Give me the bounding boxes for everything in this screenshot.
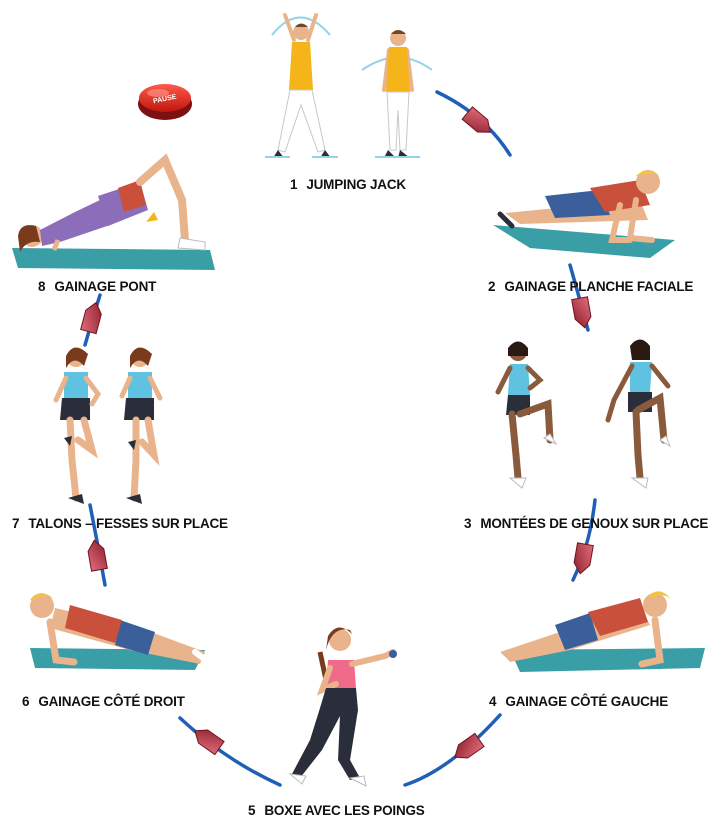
step-4-number: 4: [489, 694, 496, 709]
front-plank-figure: [493, 170, 675, 258]
step-2-text: GAINAGE PLANCHE FACIALE: [504, 279, 693, 294]
step-6-text: GAINAGE CÔTÉ DROIT: [38, 694, 184, 709]
step-1-number: 1: [290, 177, 297, 192]
arrow-2-to-3: [572, 297, 593, 329]
high-knees-figures: [498, 340, 670, 489]
arrow-6-to-7: [86, 539, 107, 571]
step-7-label: 7 TALONS – FESSES SUR PLACE: [12, 516, 228, 531]
step-3-text: MONTÉES DE GENOUX SUR PLACE: [480, 516, 708, 531]
arc-4-to-5: [405, 715, 500, 785]
step-8-text: GAINAGE PONT: [54, 279, 156, 294]
step-3-number: 3: [464, 516, 471, 531]
step-2-label: 2 GAINAGE PLANCHE FACIALE: [488, 279, 693, 294]
high-knees-figure-b: [608, 340, 670, 489]
jumping-jack-figure-b: [362, 30, 432, 158]
arc-5-to-6: [180, 718, 280, 785]
step-1-label: 1 JUMPING JACK: [290, 177, 406, 192]
arrow-3-to-4: [572, 543, 593, 575]
left-side-plank-figure: [496, 591, 705, 672]
butt-kicks-figure-b: [122, 347, 160, 504]
step-4-label: 4 GAINAGE CÔTÉ GAUCHE: [489, 694, 668, 709]
step-2-number: 2: [488, 279, 495, 294]
step-8-label: 8 GAINAGE PONT: [38, 279, 156, 294]
step-6-label: 6 GAINAGE CÔTÉ DROIT: [22, 694, 185, 709]
step-5-number: 5: [248, 803, 255, 818]
step-7-text: TALONS – FESSES SUR PLACE: [28, 516, 228, 531]
butt-kicks-figure-a: [56, 347, 98, 504]
step-4-text: GAINAGE CÔTÉ GAUCHE: [505, 694, 668, 709]
step-6-number: 6: [22, 694, 29, 709]
step-3-label: 3 MONTÉES DE GENOUX SUR PLACE: [464, 516, 708, 531]
arrow-7-to-8: [81, 300, 104, 333]
pause-button[interactable]: PAUSE: [138, 84, 192, 120]
step-7-number: 7: [12, 516, 19, 531]
step-8-number: 8: [38, 279, 45, 294]
glute-bridge-figure: [12, 160, 215, 270]
step-1-text: JUMPING JACK: [306, 177, 406, 192]
boxing-figure: [290, 627, 397, 786]
right-side-plank-figure: [30, 593, 208, 670]
butt-kicks-figures: [56, 347, 160, 504]
step-5-text: BOXE AVEC LES POINGS: [264, 803, 424, 818]
jumping-jack-figure-a: [265, 15, 338, 158]
jumping-jack-figures: [265, 15, 432, 158]
high-knees-figure-a: [498, 342, 556, 489]
step-5-label: 5 BOXE AVEC LES POINGS: [248, 803, 425, 818]
